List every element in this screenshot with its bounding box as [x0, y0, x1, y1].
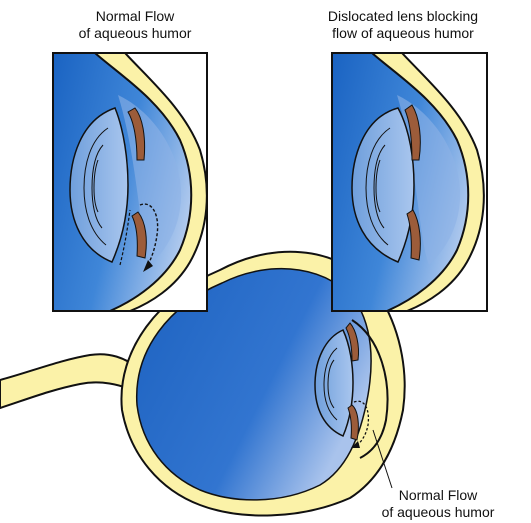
label-dislocated-lens: Dislocated lens blocking flow of aqueous…	[288, 8, 518, 42]
label-line-2: flow of aqueous humor	[288, 25, 518, 42]
label-normal-flow-bottom: Normal Flow of aqueous humor	[348, 487, 528, 521]
label-line-1: Normal Flow	[40, 8, 230, 25]
inset-normal-flow	[53, 53, 207, 311]
inset-dislocated-lens	[332, 53, 487, 311]
label-line-2: of aqueous humor	[40, 25, 230, 42]
optic-nerve	[0, 354, 138, 408]
label-line-1: Dislocated lens blocking	[288, 8, 518, 25]
label-normal-flow-top: Normal Flow of aqueous humor	[40, 8, 230, 42]
label-line-2: of aqueous humor	[348, 504, 528, 521]
label-line-1: Normal Flow	[348, 487, 528, 504]
